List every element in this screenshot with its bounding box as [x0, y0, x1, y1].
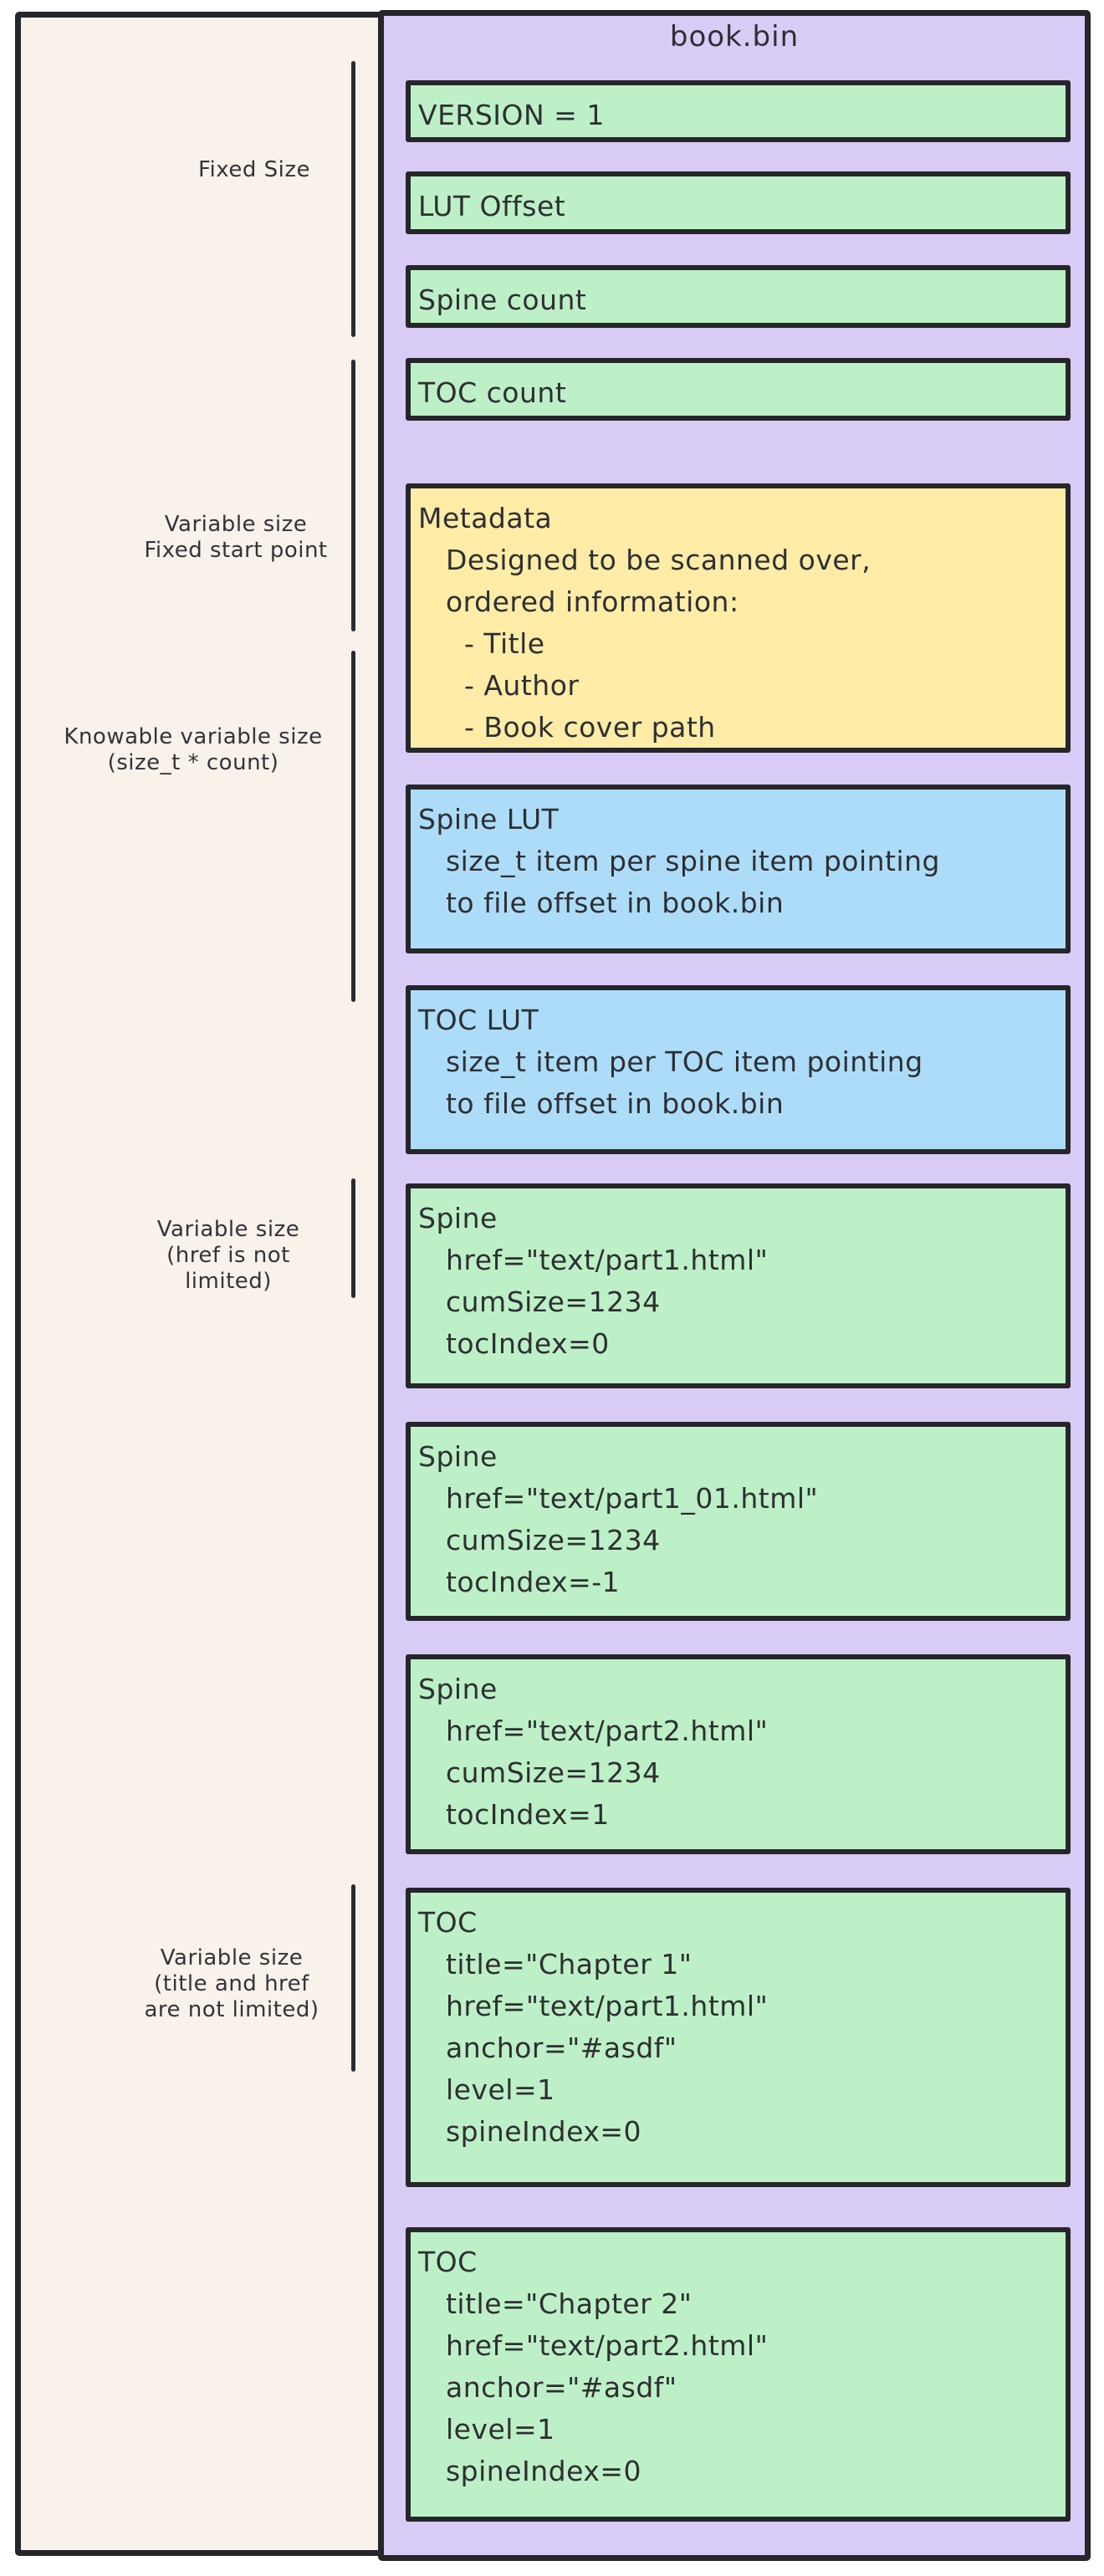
spine-box-3: Spine href="text/part2.html" cumSize=123… [406, 1654, 1071, 1854]
bin-box-version: VERSION = 1 [406, 80, 1071, 142]
spine-box-1: Spine href="text/part1.html" cumSize=123… [406, 1183, 1071, 1388]
section-bracket-line [351, 1884, 355, 2072]
section-bracket-line [351, 360, 355, 631]
section-bracket-line [351, 651, 355, 1002]
spine-box-2: Spine href="text/part1_01.html" cumSize=… [406, 1422, 1071, 1621]
section-label-variable-fixed-start: Variable size Fixed start point [144, 512, 328, 563]
section-bracket-line [351, 61, 355, 337]
section-bracket-line [351, 1178, 355, 1298]
section-label-variable-title-href: Variable size (title and href are not li… [144, 1945, 319, 2022]
bin-box-lut-offset: LUT Offset [406, 171, 1071, 234]
spine-lut-box: Spine LUT size_t item per spine item poi… [406, 785, 1071, 953]
section-label-knowable-variable-size: Knowable variable size (size_t * count) [64, 724, 323, 775]
toc-box-1: TOC title="Chapter 1" href="text/part1.h… [406, 1888, 1071, 2187]
toc-lut-box: TOC LUT size_t item per TOC item pointin… [406, 985, 1071, 1154]
bin-box-spine-count: Spine count [406, 265, 1071, 328]
toc-box-2: TOC title="Chapter 2" href="text/part2.h… [406, 2227, 1071, 2522]
section-label-fixed-size: Fixed Size [197, 157, 311, 182]
section-label-variable-href: Variable size (href is not limited) [156, 1217, 300, 1294]
metadata-box: Metadata Designed to be scanned over, or… [406, 483, 1071, 753]
bin-box-toc-count: TOC count [406, 358, 1071, 421]
file-title: book.bin [669, 20, 800, 54]
